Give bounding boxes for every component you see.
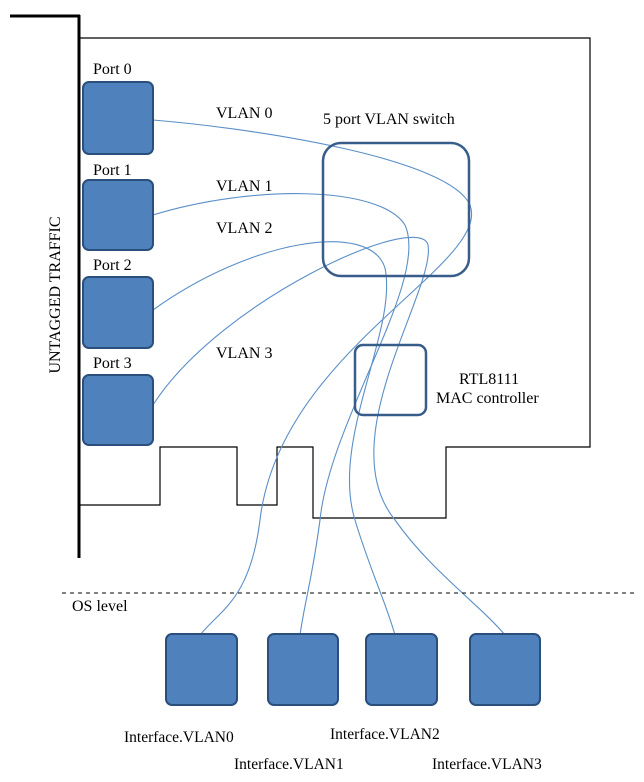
port-3-label: Port 3: [93, 355, 132, 372]
interface-vlan3-label: Interface.VLAN3: [432, 756, 542, 773]
wire-vlan1: [152, 193, 410, 636]
vlan-2-label: VLAN 2: [216, 220, 272, 237]
interfaces: Interface.VLAN0 Interface.VLAN1 Interfac…: [124, 633, 542, 773]
port-1-label: Port 1: [93, 162, 132, 179]
interface-vlan0-box: [165, 633, 238, 706]
interface-vlan3-box: [469, 633, 541, 706]
port-1: [82, 179, 154, 251]
interface-vlan2-label: Interface.VLAN2: [330, 726, 440, 743]
wire-vlan2: [152, 241, 396, 636]
wire-vlan0: [152, 119, 473, 636]
vlan-1-label: VLAN 1: [216, 178, 272, 195]
vlan-3-label: VLAN 3: [216, 345, 272, 362]
port-0: [82, 81, 154, 155]
wire-vlan3: [152, 236, 506, 636]
interface-vlan2-box: [365, 633, 438, 706]
switch-label: 5 port VLAN switch: [323, 111, 455, 128]
mac-label-line1: RTL8111: [459, 371, 519, 388]
vlan-0-label: VLAN 0: [216, 105, 272, 122]
card-outline: [80, 37, 591, 519]
interface-vlan1-label: Interface.VLAN1: [234, 756, 344, 773]
port-2-label: Port 2: [93, 257, 132, 274]
mac-label-line2: MAC controller: [436, 390, 539, 407]
interface-vlan1-box: [267, 633, 339, 706]
port-2: [82, 276, 154, 349]
interface-vlan0-label: Interface.VLAN0: [124, 729, 234, 746]
wires: [152, 119, 506, 636]
untagged-traffic-label: UNTAGGED TRAFFIC: [47, 216, 64, 373]
os-level-label: OS level: [72, 598, 128, 615]
mac-controller-chip: [353, 343, 428, 417]
vlan-switch-chip: [321, 141, 471, 278]
port-3: [82, 374, 154, 446]
port-0-label: Port 0: [93, 61, 132, 78]
ports: Port 0 Port 1 Port 2 Port 3: [82, 61, 154, 446]
